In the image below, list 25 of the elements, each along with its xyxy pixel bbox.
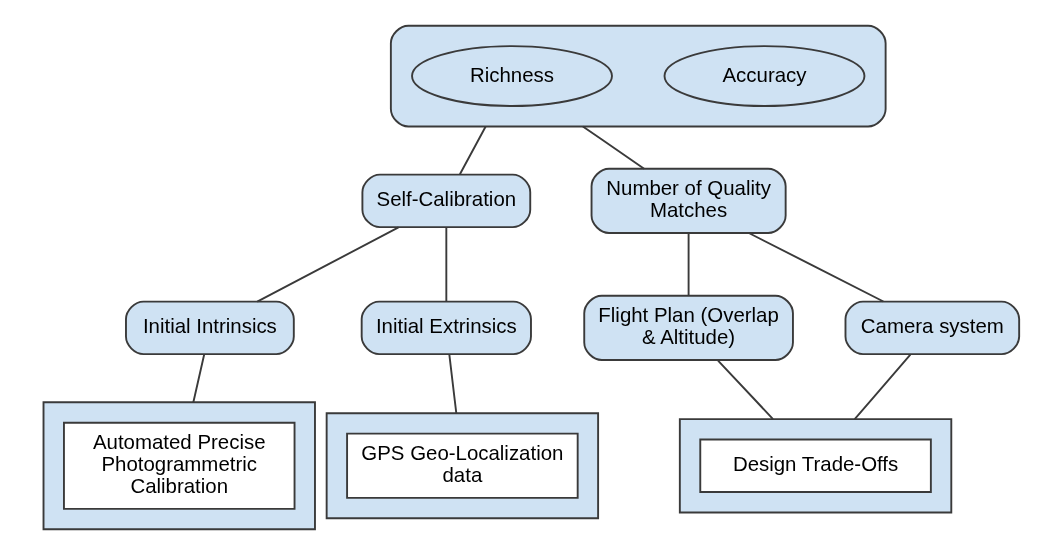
- node-box: Initial Intrinsics: [125, 300, 295, 356]
- node-box: Flight Plan (Overlap & Altitude): [583, 294, 794, 361]
- connector: [687, 232, 690, 297]
- connector: [458, 125, 487, 176]
- connector: [717, 359, 774, 420]
- cluster: [389, 24, 887, 128]
- connector: [192, 353, 206, 404]
- node-ellipse: Richness: [411, 45, 613, 107]
- cluster: [678, 418, 953, 514]
- node-box: Design Trade-Offs: [699, 438, 932, 493]
- node-box: Automated Precise Photogrammetric Calibration: [63, 421, 296, 510]
- node-box: Initial Extrinsics: [360, 300, 532, 356]
- node-box: Self-Calibration: [361, 173, 532, 229]
- connector: [747, 232, 885, 303]
- connector: [581, 125, 646, 170]
- connector: [448, 353, 458, 415]
- node-ellipse: Accuracy: [663, 45, 866, 107]
- connector: [853, 353, 912, 420]
- cluster: [325, 412, 600, 520]
- cluster: [42, 401, 316, 531]
- connector: [256, 226, 400, 303]
- node-box: Camera system: [844, 300, 1021, 356]
- connector: [445, 226, 448, 303]
- node-box: GPS Geo-Localization data: [346, 432, 579, 499]
- node-box: Number of Quality Matches: [590, 167, 787, 234]
